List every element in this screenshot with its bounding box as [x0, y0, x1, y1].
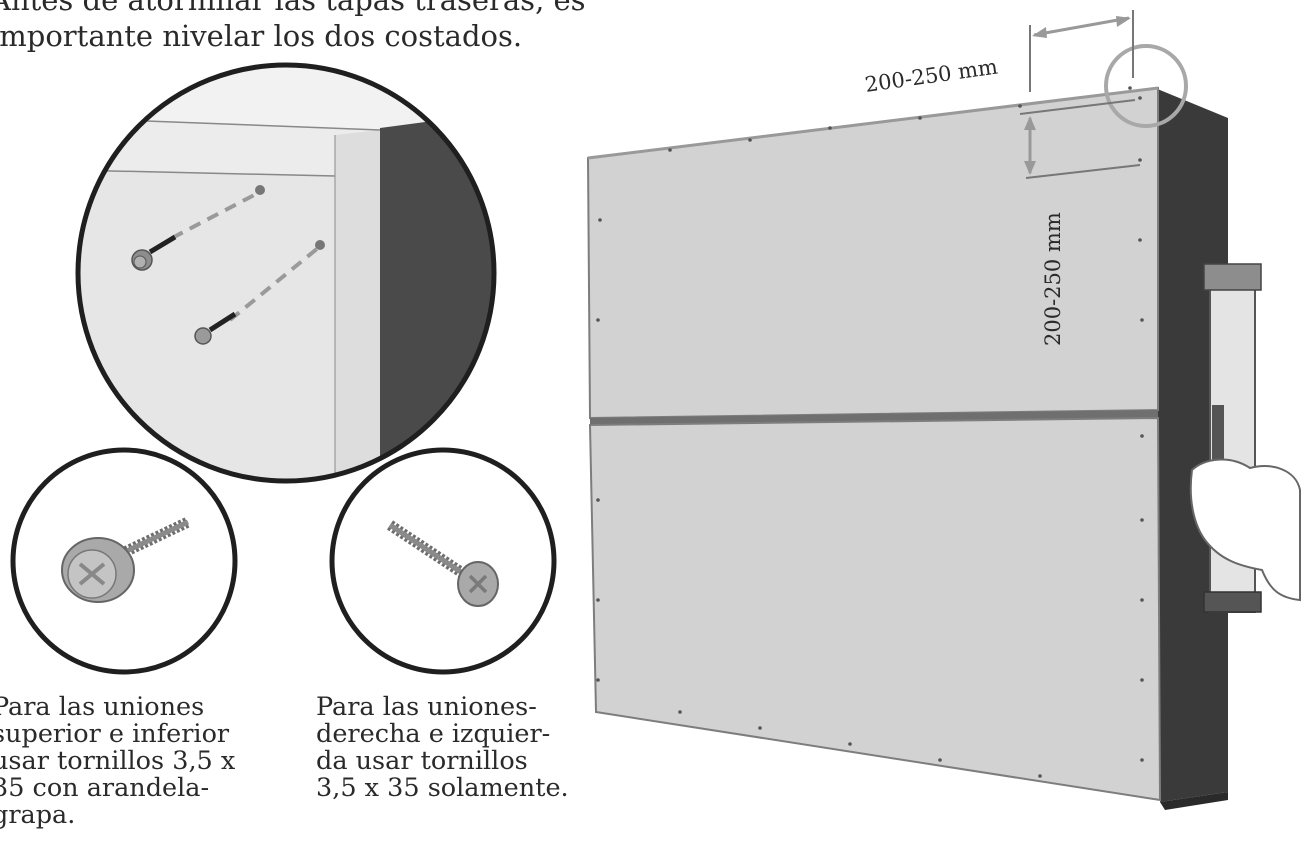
wardrobe-back-panel [586, 44, 1301, 810]
vertical-dimension: 200-250 mm [1019, 99, 1141, 346]
caption-left-line: Para las uniones [0, 692, 205, 722]
caption-right-line: Para las uniones- [316, 692, 537, 722]
caption-right-line: derecha e izquier- [316, 719, 551, 749]
caption-left-line: superior e inferior [0, 719, 230, 749]
caption-right-line: 3,5 x 35 solamente. [316, 773, 569, 803]
intro-text: Antes de atornillar las tapas traseras, … [0, 0, 590, 54]
caption-side-joints: Para las uniones- derecha e izquier- da … [316, 694, 576, 802]
horizontal-dimension: 200-250 mm [863, 10, 1134, 97]
caption-left-line: usar tornillos 3,5 x [0, 746, 236, 776]
intro-line-2: importante nivelar los dos costados. [0, 19, 523, 53]
hand-icon [1189, 458, 1301, 602]
detail-circle-joint [75, 62, 497, 484]
plain-screw-circle [329, 447, 557, 675]
caption-left-line: 35 con arandela- [0, 773, 210, 803]
intro-line-1: Antes de atornillar las tapas traseras, … [0, 0, 586, 17]
screw-with-washer-circle [10, 447, 238, 675]
vertical-dimension-label: 200-250 mm [1041, 212, 1065, 346]
caption-right-line: da usar tornillos [316, 746, 528, 776]
caption-top-bottom-joints: Para las uniones superior e inferior usa… [0, 694, 248, 829]
horizontal-dimension-label: 200-250 mm [863, 55, 999, 97]
caption-left-line: grapa. [0, 800, 76, 830]
